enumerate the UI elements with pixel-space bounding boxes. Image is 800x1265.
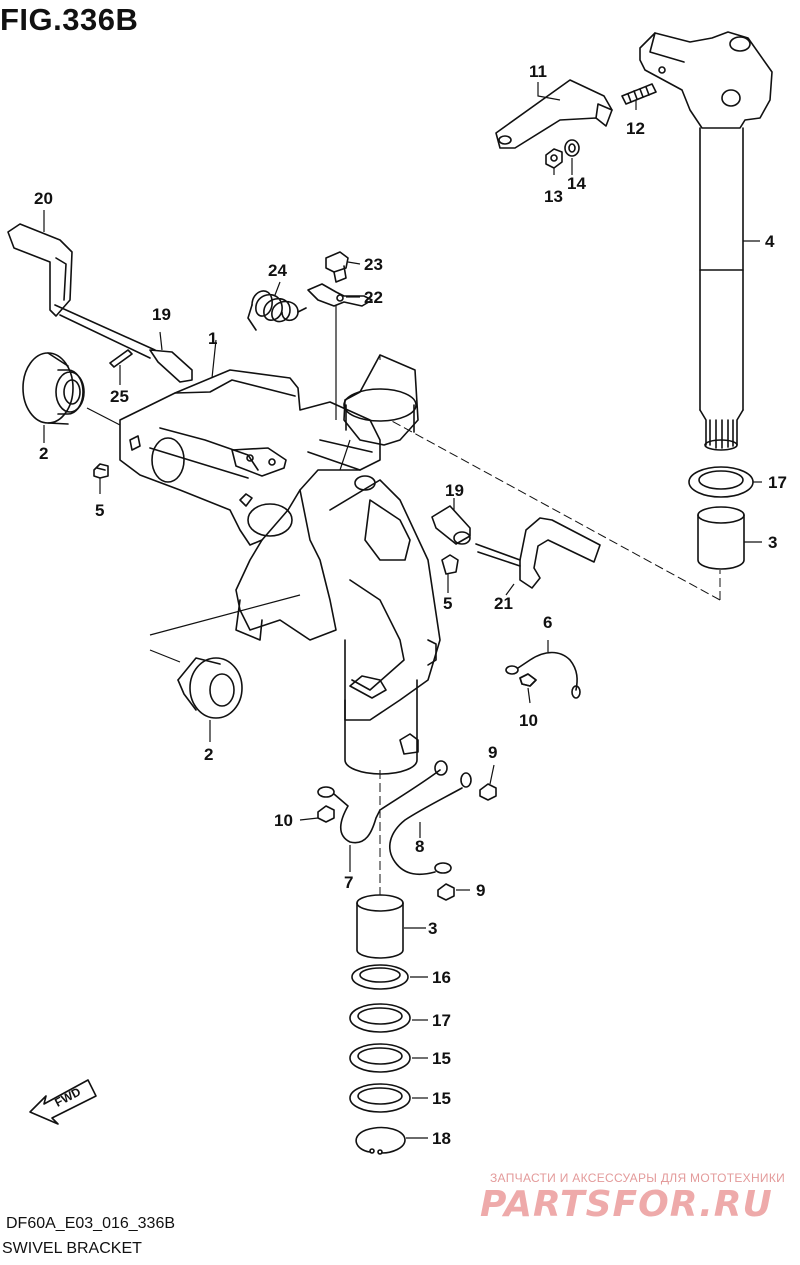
callout-11: 11 [529,62,547,81]
ground-wire-part [389,772,472,876]
callout-10-left: 10 [274,811,293,830]
fwd-arrow-icon [29,1079,97,1125]
callout-25: 25 [110,387,129,406]
callout-15-upper: 15 [432,1049,451,1068]
washer-part [349,1043,411,1073]
flange-bushing-part [177,657,243,719]
callout-13: 13 [544,187,563,206]
callout-24: 24 [268,261,287,280]
steering-shaft-part [639,31,773,451]
callout-9-lower: 9 [476,881,485,900]
diagram-code: DF60A_E03_016_336B [6,1215,176,1232]
pin-part [109,349,133,368]
snap-ring-part [355,1126,406,1155]
callout-21: 21 [494,594,513,613]
callout-8: 8 [415,837,424,856]
watermark-subtitle: ЗАПЧАСТИ И АКСЕССУАРЫ ДЛЯ МОТОТЕХНИКИ [490,1171,786,1185]
stud-bolt-part [621,83,657,105]
bolt-part [479,783,497,801]
spring-part [247,290,307,331]
assembly-center-lines [379,355,721,895]
callout-20: 20 [34,189,53,208]
diagram-name: SWIVEL BRACKET [2,1240,142,1257]
grease-nipple-part [93,463,109,479]
callout-5-left: 5 [95,501,104,520]
callout-3-upper: 3 [768,533,777,552]
callout-10-right: 10 [519,711,538,730]
callout-15-lower: 15 [432,1089,451,1108]
washer-part [351,964,409,990]
callout-16: 16 [432,968,451,987]
bolt-part [437,883,455,901]
bushing-part [697,506,745,570]
bolt-part [519,673,537,687]
callout-2-lower: 2 [204,745,213,764]
flange-bushing-part [22,352,85,425]
callout-19-left: 19 [152,305,171,324]
callout-17-upper: 17 [768,473,787,492]
leader-lines [43,82,762,1139]
washer-part [349,1003,411,1033]
callout-2-upper: 2 [39,444,48,463]
callout-6: 6 [543,613,552,632]
washer-part [349,1083,411,1113]
watermark-brand: PARTSFOR.RU [480,1184,773,1225]
callout-17-lower: 17 [432,1011,451,1030]
callout-12: 12 [626,119,645,138]
pin-part [431,505,471,545]
ground-wire-part [505,651,581,699]
clip-part [307,283,373,307]
grease-nipple-part [441,554,459,575]
bolt-part [317,805,335,823]
ground-wire-part [317,760,448,844]
swivel-housing-part [235,354,441,775]
callout-9-upper: 9 [488,743,497,762]
plate-part [495,79,613,149]
callout-3-lower: 3 [428,919,437,938]
bolt-part [325,251,349,283]
callout-19-right: 19 [445,481,464,500]
swivel-bracket-body-part [119,369,381,546]
callout-7: 7 [344,873,353,892]
callout-18: 18 [432,1129,451,1148]
callout-14: 14 [567,174,586,193]
callout-23: 23 [364,255,383,274]
callout-1: 1 [208,329,217,348]
callout-4: 4 [765,232,775,251]
lever-part [475,517,601,589]
tilt-lock-lever-part [7,223,193,383]
callout-22: 22 [364,288,383,307]
nut-part [545,148,563,169]
callout-5-right: 5 [443,594,452,613]
figure-title: FIG.336B [0,2,139,37]
bushing-part [356,894,404,959]
callout-labels: 1 2 2 3 3 4 5 5 6 7 8 9 9 10 10 11 12 13… [34,62,787,1148]
small-washer-part [564,139,580,157]
washer-part [688,466,754,498]
